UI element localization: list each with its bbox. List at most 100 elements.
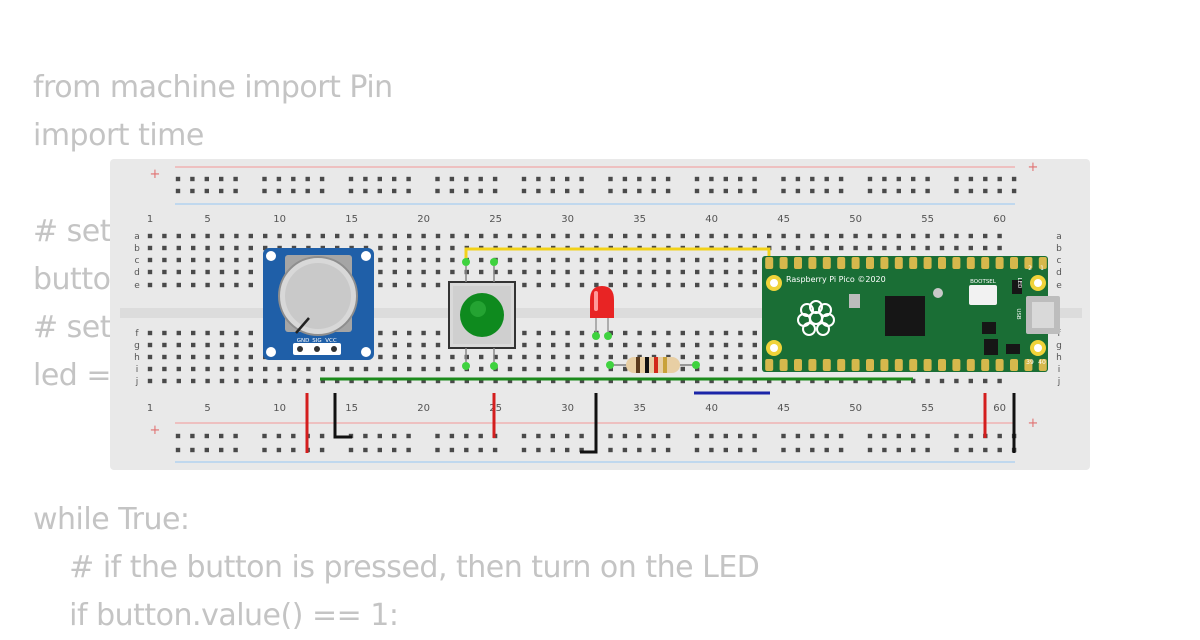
rail-hole xyxy=(838,433,844,439)
terminal-hole xyxy=(493,233,498,239)
terminal-hole xyxy=(968,233,973,239)
terminal-hole xyxy=(464,233,469,239)
terminal-hole xyxy=(205,257,210,263)
rail-hole xyxy=(175,433,181,439)
rail-hole xyxy=(363,447,368,453)
raspberry-logo-part xyxy=(818,303,832,317)
terminal-hole xyxy=(579,282,585,288)
terminal-hole xyxy=(421,330,426,336)
row-letter: h xyxy=(134,353,140,363)
column-number: 5 xyxy=(204,403,210,414)
terminal-hole xyxy=(680,330,685,336)
rail-plus-label: + xyxy=(150,423,161,438)
led-highlight xyxy=(594,291,598,311)
terminal-hole xyxy=(493,269,498,275)
rail-hole xyxy=(319,447,325,453)
terminal-hole xyxy=(435,245,441,251)
terminal-hole xyxy=(839,245,844,251)
terminal-hole xyxy=(680,342,685,348)
rail-hole xyxy=(464,433,469,439)
terminal-hole xyxy=(162,269,167,275)
pico-pad xyxy=(808,257,817,269)
terminal-hole xyxy=(306,233,311,239)
terminal-hole xyxy=(191,233,196,239)
terminal-hole xyxy=(723,342,729,348)
rail-hole xyxy=(968,447,974,453)
rail-hole xyxy=(752,447,757,453)
terminal-hole xyxy=(695,342,700,348)
terminal-hole xyxy=(378,342,383,348)
terminal-hole xyxy=(392,378,397,384)
rail-hole xyxy=(795,176,801,182)
terminal-hole xyxy=(176,269,181,275)
terminal-hole xyxy=(493,354,498,360)
rail-hole xyxy=(291,188,296,194)
column-number: 15 xyxy=(345,214,358,225)
terminal-hole xyxy=(853,233,858,239)
rail-hole xyxy=(175,447,181,453)
rail-hole xyxy=(305,176,310,182)
terminal-hole xyxy=(219,282,225,288)
potentiometer-pin-label: SIG xyxy=(312,338,321,344)
terminal-hole xyxy=(176,257,181,263)
rail-hole xyxy=(882,447,887,453)
terminal-hole xyxy=(407,330,412,336)
pico-component xyxy=(933,288,943,298)
terminal-hole xyxy=(594,257,599,263)
terminal-hole xyxy=(248,366,253,372)
terminal-hole xyxy=(709,366,714,372)
rail-hole xyxy=(406,447,411,453)
rail-hole xyxy=(925,433,930,439)
rail-hole xyxy=(867,433,873,439)
terminal-hole xyxy=(421,269,426,275)
code-line: butto xyxy=(33,262,111,297)
rail-hole xyxy=(637,447,642,453)
terminal-hole xyxy=(205,354,210,360)
rail-hole xyxy=(305,188,310,194)
terminal-hole xyxy=(738,378,743,384)
mount-hole xyxy=(361,251,371,261)
rail-hole xyxy=(262,188,267,194)
rail-hole xyxy=(810,433,815,439)
potentiometer-pin xyxy=(314,346,320,352)
rail-hole xyxy=(911,447,916,453)
pico-pad xyxy=(837,257,846,269)
rail-hole xyxy=(637,188,642,194)
rail-hole xyxy=(175,188,181,194)
row-letter: i xyxy=(136,365,139,375)
column-number: 35 xyxy=(633,403,646,414)
rail-hole xyxy=(954,447,959,453)
terminal-hole xyxy=(954,245,959,251)
terminal-hole xyxy=(205,233,210,239)
terminal-hole xyxy=(435,366,441,372)
terminal-hole xyxy=(565,330,570,336)
terminal-hole xyxy=(162,354,167,360)
rail-hole xyxy=(983,188,988,194)
rail-hole xyxy=(795,433,801,439)
terminal-hole xyxy=(623,257,628,263)
rail-hole xyxy=(233,176,238,182)
terminal-hole xyxy=(594,378,599,384)
terminal-hole xyxy=(695,269,700,275)
pico-usb-inner xyxy=(1032,302,1054,328)
terminal-hole xyxy=(723,378,729,384)
rail-hole xyxy=(824,447,829,453)
terminal-hole xyxy=(335,233,340,239)
rail-hole xyxy=(392,188,397,194)
rail-hole xyxy=(550,433,555,439)
pico-pad xyxy=(794,257,802,269)
terminal-hole xyxy=(579,269,585,275)
terminal-hole xyxy=(263,366,268,372)
terminal-hole xyxy=(263,245,268,251)
terminal-hole xyxy=(479,366,484,372)
terminal-hole xyxy=(738,330,743,336)
rail-hole xyxy=(824,433,829,439)
code-line: led = xyxy=(33,358,112,393)
pico-pad xyxy=(1024,359,1033,371)
terminal-hole xyxy=(565,233,570,239)
terminal-hole xyxy=(709,378,714,384)
row-letter: c xyxy=(135,256,140,266)
terminal-hole xyxy=(608,354,613,360)
terminal-hole xyxy=(709,233,714,239)
pico-pad xyxy=(1010,359,1018,371)
